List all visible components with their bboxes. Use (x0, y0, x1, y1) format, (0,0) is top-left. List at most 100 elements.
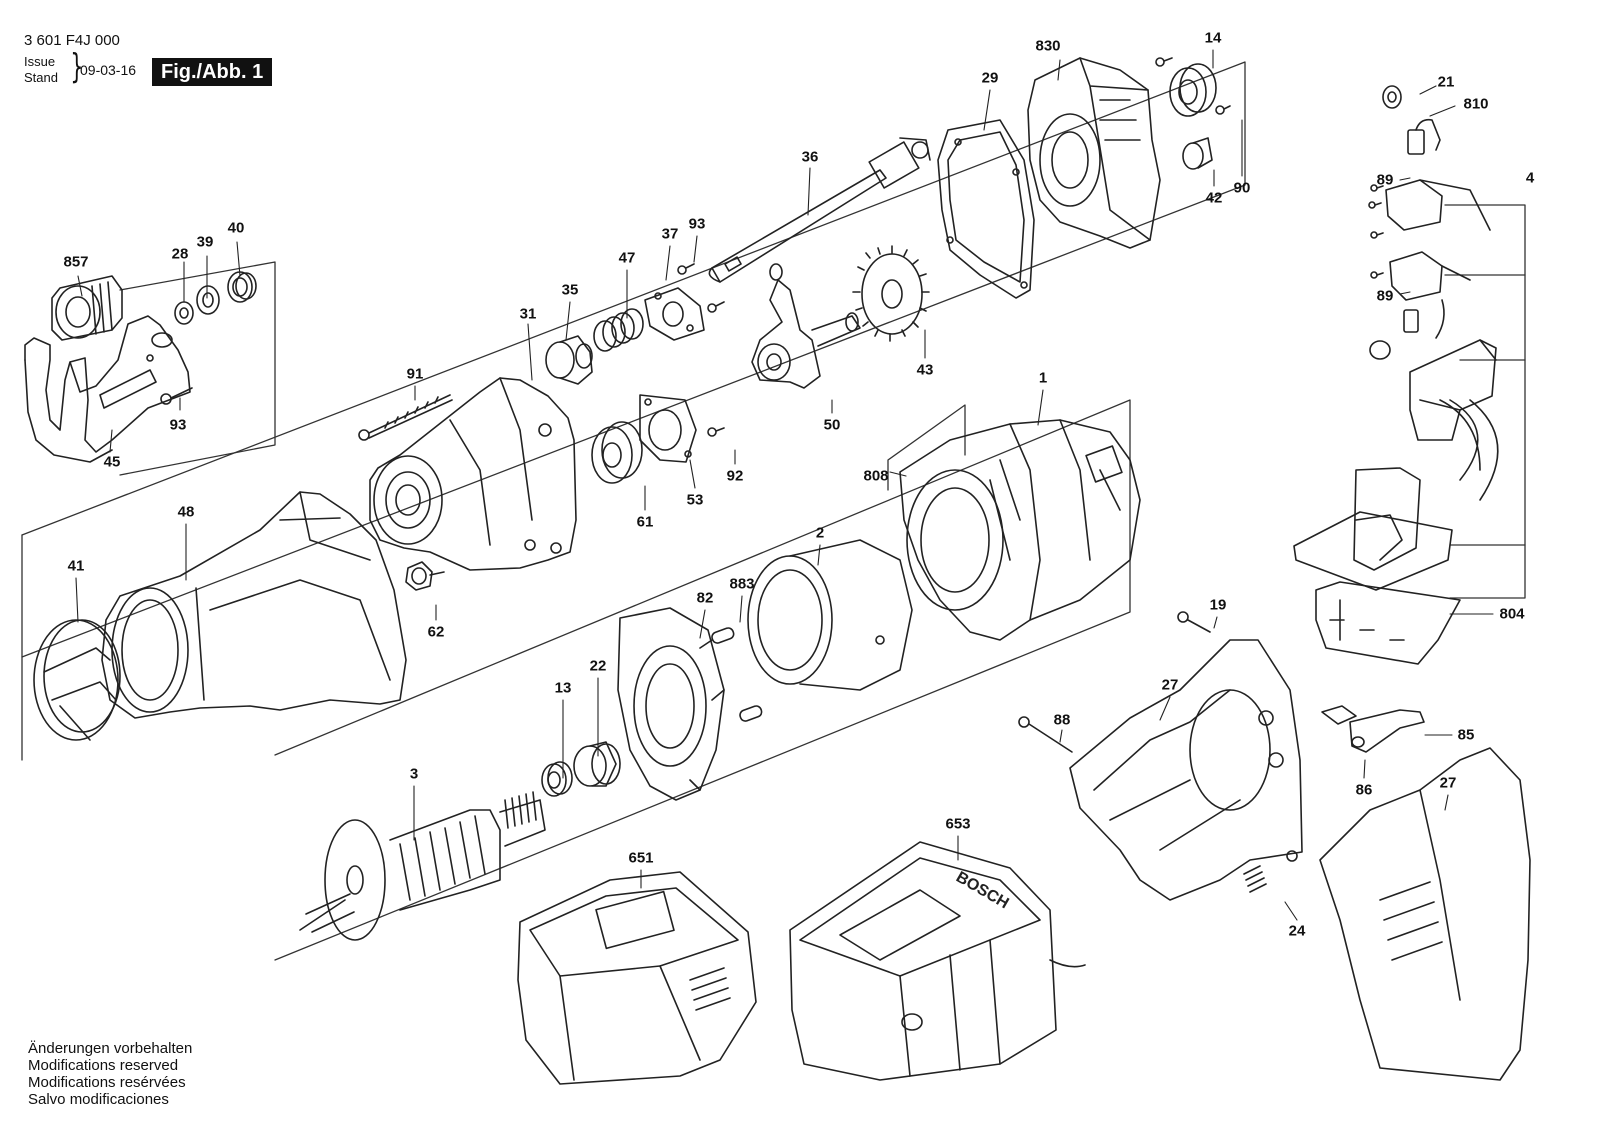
part-804-switch-bracket (1315, 581, 1461, 665)
part-label-53: 53 (686, 491, 704, 509)
part-label-45: 45 (103, 453, 121, 471)
part-48-front-housing (101, 491, 407, 719)
part-label-804: 804 (1499, 605, 1525, 623)
part-label-653: 653 (945, 815, 971, 833)
note-french: Modifications resérvées (28, 1074, 186, 1091)
part-91-long-screw (358, 394, 453, 441)
part-82-baffle (617, 607, 725, 801)
part-label-27: 27 (1161, 676, 1179, 694)
part-43-gear (852, 245, 930, 342)
part-50-crank (751, 263, 861, 389)
part-93-screw-a (160, 387, 193, 405)
issue-label: Issue (24, 54, 56, 69)
part-label-29: 29 (981, 69, 999, 87)
part-label-48: 48 (177, 503, 195, 521)
modification-notes: Änderungen vorbehalten Modifications res… (28, 1040, 192, 1108)
part-label-92: 92 (726, 467, 744, 485)
part-62-screw (405, 561, 445, 591)
part-653-charger (789, 841, 1086, 1081)
part-label-36: 36 (801, 148, 819, 166)
part-label-61: 61 (636, 513, 654, 531)
part-61-bearing (591, 421, 643, 484)
part-brush-holders (1369, 179, 1491, 360)
part-810-carbon-brush (1407, 118, 1441, 155)
part-electronics-board (1293, 467, 1453, 591)
part-label-47: 47 (618, 249, 636, 267)
stand-label: Stand (24, 70, 58, 85)
part-13-bearing (541, 761, 573, 797)
part-29-gasket (937, 119, 1035, 299)
part-4-switch (1409, 339, 1499, 501)
part-label-651: 651 (628, 849, 654, 867)
part-label-41: 41 (67, 557, 85, 575)
part-830-gear-cover (1027, 57, 1161, 249)
part-label-35: 35 (561, 281, 579, 299)
part-label-883: 883 (729, 575, 755, 593)
part-label-39: 39 (196, 233, 214, 251)
part-label-2: 2 (815, 524, 825, 542)
part-41-front-cover (33, 619, 121, 741)
leader-lines (75, 49, 1494, 921)
part-651-battery-pack (517, 871, 757, 1085)
part-label-93-upper: 93 (688, 215, 706, 233)
part-label-22: 22 (589, 657, 607, 675)
part-27-handle-half-right (1319, 747, 1531, 1081)
part-88-screw (1018, 716, 1073, 753)
part-label-82: 82 (696, 589, 714, 607)
part-53-bearing-plate (639, 394, 697, 463)
part-label-91: 91 (406, 365, 424, 383)
part-label-830: 830 (1035, 37, 1061, 55)
part-label-90: 90 (1233, 179, 1251, 197)
part-label-13: 13 (554, 679, 572, 697)
part-37-guide-plate (644, 287, 705, 341)
part-label-1: 1 (1038, 369, 1048, 387)
part-857-locking-knob (51, 275, 123, 341)
part-3-armature (299, 791, 546, 941)
part-14-bearing (1169, 63, 1217, 117)
issue-date: 09-03-16 (80, 62, 137, 78)
part-label-50: 50 (823, 416, 841, 434)
part-label-21: 21 (1437, 73, 1455, 91)
part-883-pins (711, 627, 763, 722)
part-86-button (1321, 705, 1357, 725)
part-label-62: 62 (427, 623, 445, 641)
group-frame-lines (21, 61, 1526, 961)
part-label-19: 19 (1209, 596, 1227, 614)
part-19-screw (1177, 611, 1211, 633)
figure-tag: Fig./Abb. 1 (152, 58, 273, 86)
part-label-86: 86 (1355, 781, 1373, 799)
part-label-24: 24 (1288, 922, 1306, 940)
part-label-85: 85 (1457, 726, 1475, 744)
part-label-88: 88 (1053, 711, 1071, 729)
part-label-808: 808 (863, 467, 889, 485)
part-label-3: 3 (409, 765, 419, 783)
brace-glyph: } (70, 47, 84, 87)
part-85-lever (1349, 709, 1425, 753)
part-27-handle-half-left (1069, 639, 1303, 901)
part-label-43: 43 (916, 361, 934, 379)
part-89-screws (1368, 184, 1384, 279)
part-label-4: 4 (1525, 169, 1535, 187)
part-label-857: 857 (63, 253, 89, 271)
part-label-27-right: 27 (1439, 774, 1457, 792)
part-31-gear-housing (369, 377, 577, 571)
part-45-blade-clamp-bracket (24, 315, 191, 463)
part-90-screws (1155, 57, 1231, 115)
part-label-810: 810 (1463, 95, 1489, 113)
part-21-spring (1382, 85, 1402, 109)
part-label-89-upper: 89 (1376, 171, 1394, 189)
note-german: Änderungen vorbehalten (28, 1040, 193, 1057)
part-92-screw (707, 427, 725, 437)
part-2-field-stator (747, 539, 913, 691)
part-24-spring (1243, 865, 1267, 893)
part-label-40: 40 (227, 219, 245, 237)
part-label-28: 28 (171, 245, 189, 263)
part-label-89-lower: 89 (1376, 287, 1394, 305)
part-label-31: 31 (519, 305, 537, 323)
part-label-14: 14 (1204, 29, 1222, 47)
part-42-bushing (1182, 137, 1213, 170)
part-36-plunger-shaft (708, 137, 931, 283)
part-label-42: 42 (1205, 189, 1223, 207)
